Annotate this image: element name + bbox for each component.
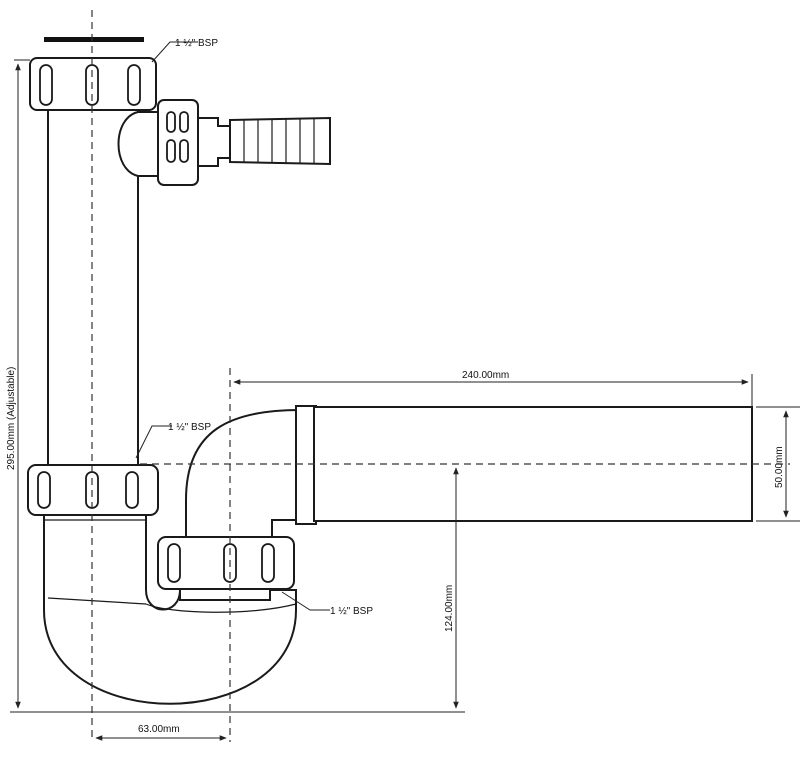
spigot-dome — [117, 111, 161, 177]
dim-diameter-label: 50.00mm — [774, 446, 785, 488]
hose-tail-icon — [229, 116, 331, 166]
dim-length-label: 240.00mm — [462, 370, 509, 381]
dim-offset-label: 63.00mm — [138, 724, 180, 735]
spigot-body — [197, 117, 231, 167]
bsp-top-label: 1 ½" BSP — [175, 38, 218, 49]
bsp-left-label: 1 ½" BSP — [168, 422, 211, 433]
bsp-bottom-label: 1 ½" BSP — [330, 606, 373, 617]
spigot-nut — [157, 99, 199, 186]
trap-bowl — [43, 511, 297, 705]
dim-outlet-height-label: 124.00mm — [444, 585, 455, 632]
dim-height-label: 295.00mm (Adjustable) — [6, 367, 17, 470]
inlet-cap-bar — [44, 37, 144, 42]
